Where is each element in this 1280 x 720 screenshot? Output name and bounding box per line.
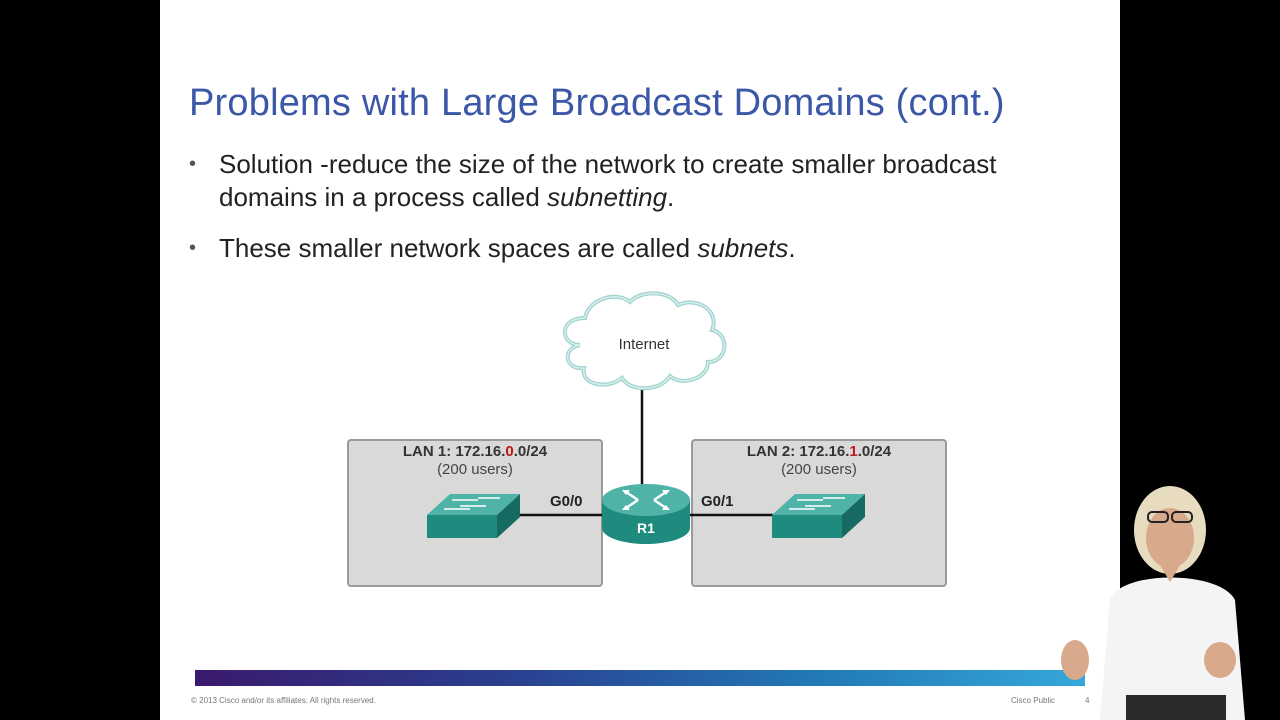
switch-icon (772, 494, 865, 538)
network-diagram (427, 291, 865, 544)
copyright-text: © 2013 Cisco and/or its affiliates. All … (191, 696, 376, 705)
bullet-italic-term: subnets (697, 233, 789, 263)
lan1-users: (200 users) (437, 461, 513, 478)
classification-label: Cisco Public (1011, 696, 1056, 705)
router-label: R1 (637, 520, 655, 536)
router-icon (602, 484, 690, 544)
bullet-text-end: . (667, 182, 675, 212)
page-number: 4 (1085, 696, 1090, 705)
lan2-subnet-highlight: 1 (849, 443, 858, 460)
cloud-icon (562, 291, 727, 391)
switch-icon (427, 494, 520, 538)
slide-title: Problems with Large Broadcast Domains (c… (189, 82, 1005, 124)
lan1-title: LAN 1: 172.16.0.0/24 (402, 443, 548, 460)
bullet-item: • These smaller network spaces are calle… (189, 232, 1069, 265)
bullet-list: • Solution -reduce the size of the netwo… (189, 148, 1069, 283)
bullet-dot: • (189, 237, 197, 259)
bullet-dot: • (189, 153, 197, 175)
lan2-title: LAN 2: 172.16.1.0/24 (746, 443, 892, 460)
slide: Problems with Large Broadcast Domains (c… (160, 0, 1120, 720)
interface-g0-1-label: G0/1 (701, 493, 734, 510)
bullet-text-end: . (788, 233, 796, 263)
bullet-italic-term: subnetting (547, 182, 668, 212)
bullet-text: Solution -reduce the size of the network… (219, 149, 997, 212)
internet-label: Internet (618, 336, 670, 353)
bullet-text: These smaller network spaces are called (219, 233, 698, 263)
interface-g0-0-label: G0/0 (550, 493, 583, 510)
lan1-subnet-highlight: 0 (505, 443, 514, 460)
bullet-item: • Solution -reduce the size of the netwo… (189, 148, 1069, 214)
presenter-video-overlay (1061, 486, 1245, 720)
footer-gradient-bar (195, 670, 1085, 686)
lan2-users: (200 users) (781, 461, 857, 478)
